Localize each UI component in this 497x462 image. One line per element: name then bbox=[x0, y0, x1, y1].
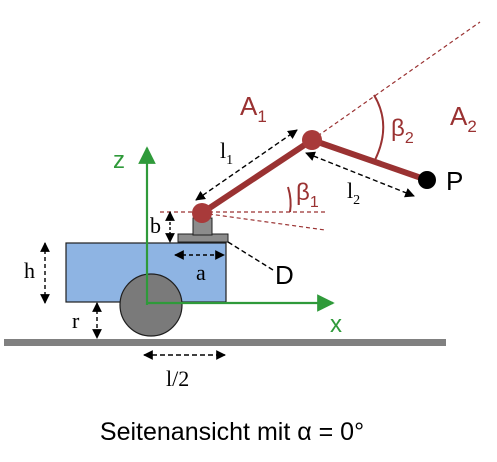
a-label: a bbox=[196, 260, 206, 285]
l2-label: l2 bbox=[347, 178, 360, 208]
arm1-extension-line bbox=[201, 212, 326, 231]
l2-dimension-arrow bbox=[305, 151, 415, 198]
beta2-label: β2 bbox=[391, 115, 414, 147]
wheel bbox=[119, 273, 183, 337]
b-label: b bbox=[150, 213, 161, 238]
d-leader-line bbox=[227, 241, 274, 271]
ground-line bbox=[4, 339, 446, 346]
end-effector-point bbox=[418, 171, 436, 189]
l1-label: l1 bbox=[220, 138, 233, 168]
beta1-label: β1 bbox=[296, 179, 319, 211]
x-axis-label: x bbox=[330, 311, 342, 338]
h-label: h bbox=[24, 258, 35, 283]
a2-label: A2 bbox=[450, 101, 477, 136]
a1-label: A1 bbox=[240, 91, 267, 126]
arm2-reference-line bbox=[311, 21, 481, 141]
z-axis-label: z bbox=[113, 147, 125, 174]
point-p-label: P bbox=[446, 166, 463, 196]
l1-dimension-arrow bbox=[195, 129, 298, 201]
beta2-arc bbox=[373, 94, 385, 161]
base-joint bbox=[192, 203, 212, 223]
r-label: r bbox=[72, 308, 80, 333]
beta1-arc bbox=[287, 186, 292, 213]
caption: Seitenansicht mit α = 0° bbox=[100, 418, 364, 446]
l-half-label: l/2 bbox=[166, 366, 189, 391]
elbow-joint bbox=[302, 130, 322, 150]
mount-d-label: D bbox=[275, 260, 294, 290]
